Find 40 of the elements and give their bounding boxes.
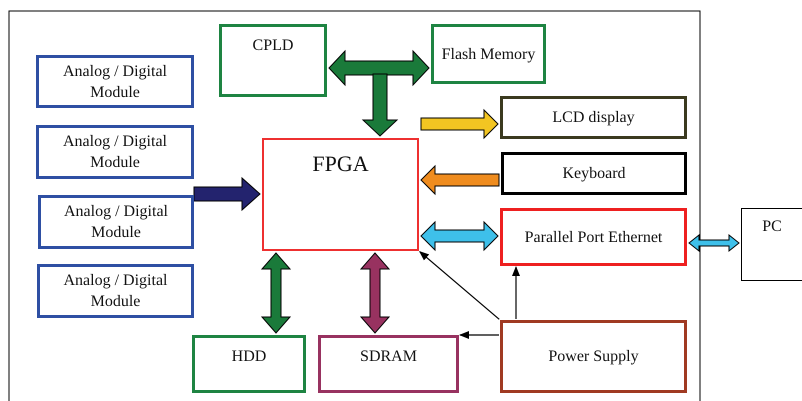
- block-arrow: [328, 50, 430, 86]
- box-label: CPLD: [252, 36, 294, 56]
- box-label: Analog / Digital Module: [62, 62, 168, 102]
- power-box: [500, 320, 687, 393]
- arrow: [512, 266, 520, 319]
- box-label: Flash Memory: [442, 44, 536, 64]
- module-box: [38, 195, 194, 249]
- drive-box: [192, 335, 306, 393]
- memory-box: [431, 24, 546, 84]
- module-box: [36, 55, 194, 108]
- display-box: [500, 96, 687, 139]
- module-box: [37, 264, 194, 318]
- block-arrow: [420, 108, 499, 140]
- port-box: [500, 208, 687, 266]
- box-label: Analog / Digital Module: [62, 132, 168, 173]
- module-box: [36, 125, 194, 179]
- arrow: [419, 251, 500, 320]
- block-arrow: [362, 74, 398, 137]
- block-arrow: [194, 176, 261, 212]
- box-label: Analog / Digital Module: [63, 202, 169, 243]
- box-label: LCD display: [552, 108, 635, 128]
- box-label: Analog / Digital Module: [62, 271, 168, 312]
- box-label: SDRAM: [360, 347, 417, 367]
- box-label: HDD: [232, 347, 266, 367]
- pc-box: [741, 208, 802, 281]
- box-label: Parallel Port Ethernet: [524, 228, 662, 248]
- chip-box: [219, 24, 327, 97]
- block-arrow: [688, 234, 740, 252]
- box-label: Power Supply: [548, 347, 639, 367]
- block-arrow: [420, 164, 500, 196]
- keyboard-box: [501, 152, 687, 195]
- memory-box: [318, 335, 459, 393]
- block-arrow: [420, 220, 499, 252]
- box-label: FPGA: [312, 150, 369, 178]
- box-label: Keyboard: [562, 164, 626, 184]
- fpga-box: [262, 138, 419, 251]
- block-arrow: [260, 252, 292, 334]
- block-arrow: [360, 252, 390, 334]
- arrow: [459, 331, 499, 339]
- box-label: PC: [762, 217, 782, 237]
